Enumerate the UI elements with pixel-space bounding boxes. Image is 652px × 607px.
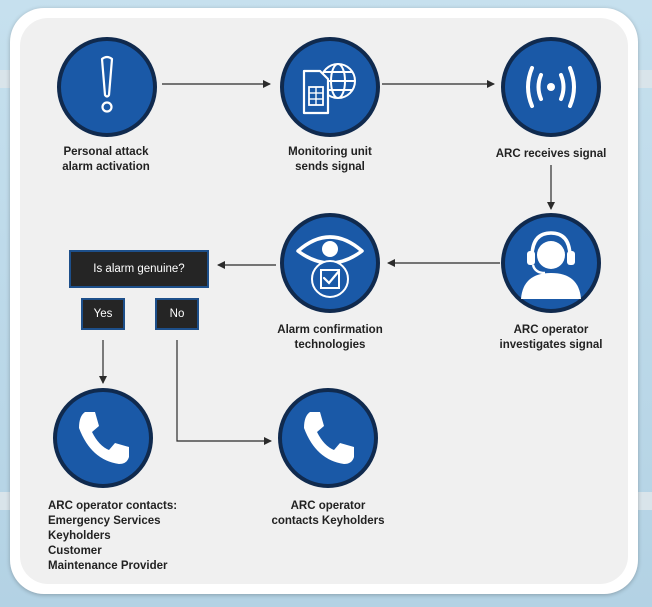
arc-operator-label: ARC operator investigates signal: [499, 324, 603, 351]
contacts-services-node: [53, 388, 153, 488]
question-box: Is alarm genuine?: [69, 250, 209, 288]
arc-receives-node: [501, 37, 601, 137]
yes-box: Yes: [81, 298, 125, 330]
monitoring-unit-node: [280, 37, 380, 137]
arrow-no-to-keyholders: [176, 340, 272, 445]
exclamation-icon: [100, 55, 114, 113]
alarm-confirmation-label: Alarm confirmation technologies: [277, 324, 383, 351]
phone-icon: [304, 412, 354, 464]
arc-operator-node: [501, 213, 601, 313]
arc-receives-label: ARC receives signal: [495, 148, 607, 160]
contacts-services-label: ARC operator contacts: Emergency Service…: [48, 500, 178, 572]
operator-headset-icon: [521, 231, 581, 299]
alarm-confirmation-node: [280, 213, 380, 313]
contacts-keyholders-label: ARC operator contacts Keyholders: [271, 500, 385, 527]
sim-globe-icon: [302, 63, 356, 115]
eye-check-icon: [296, 235, 364, 298]
personal-attack-node: [57, 37, 157, 137]
monitoring-unit-label: Monitoring unit sends signal: [288, 146, 372, 173]
phone-icon: [79, 412, 129, 464]
contacts-keyholders-node: [278, 388, 378, 488]
no-box: No: [155, 298, 199, 330]
personal-attack-label: Personal attack alarm activation: [62, 146, 150, 173]
signal-waves-icon: [526, 66, 576, 108]
